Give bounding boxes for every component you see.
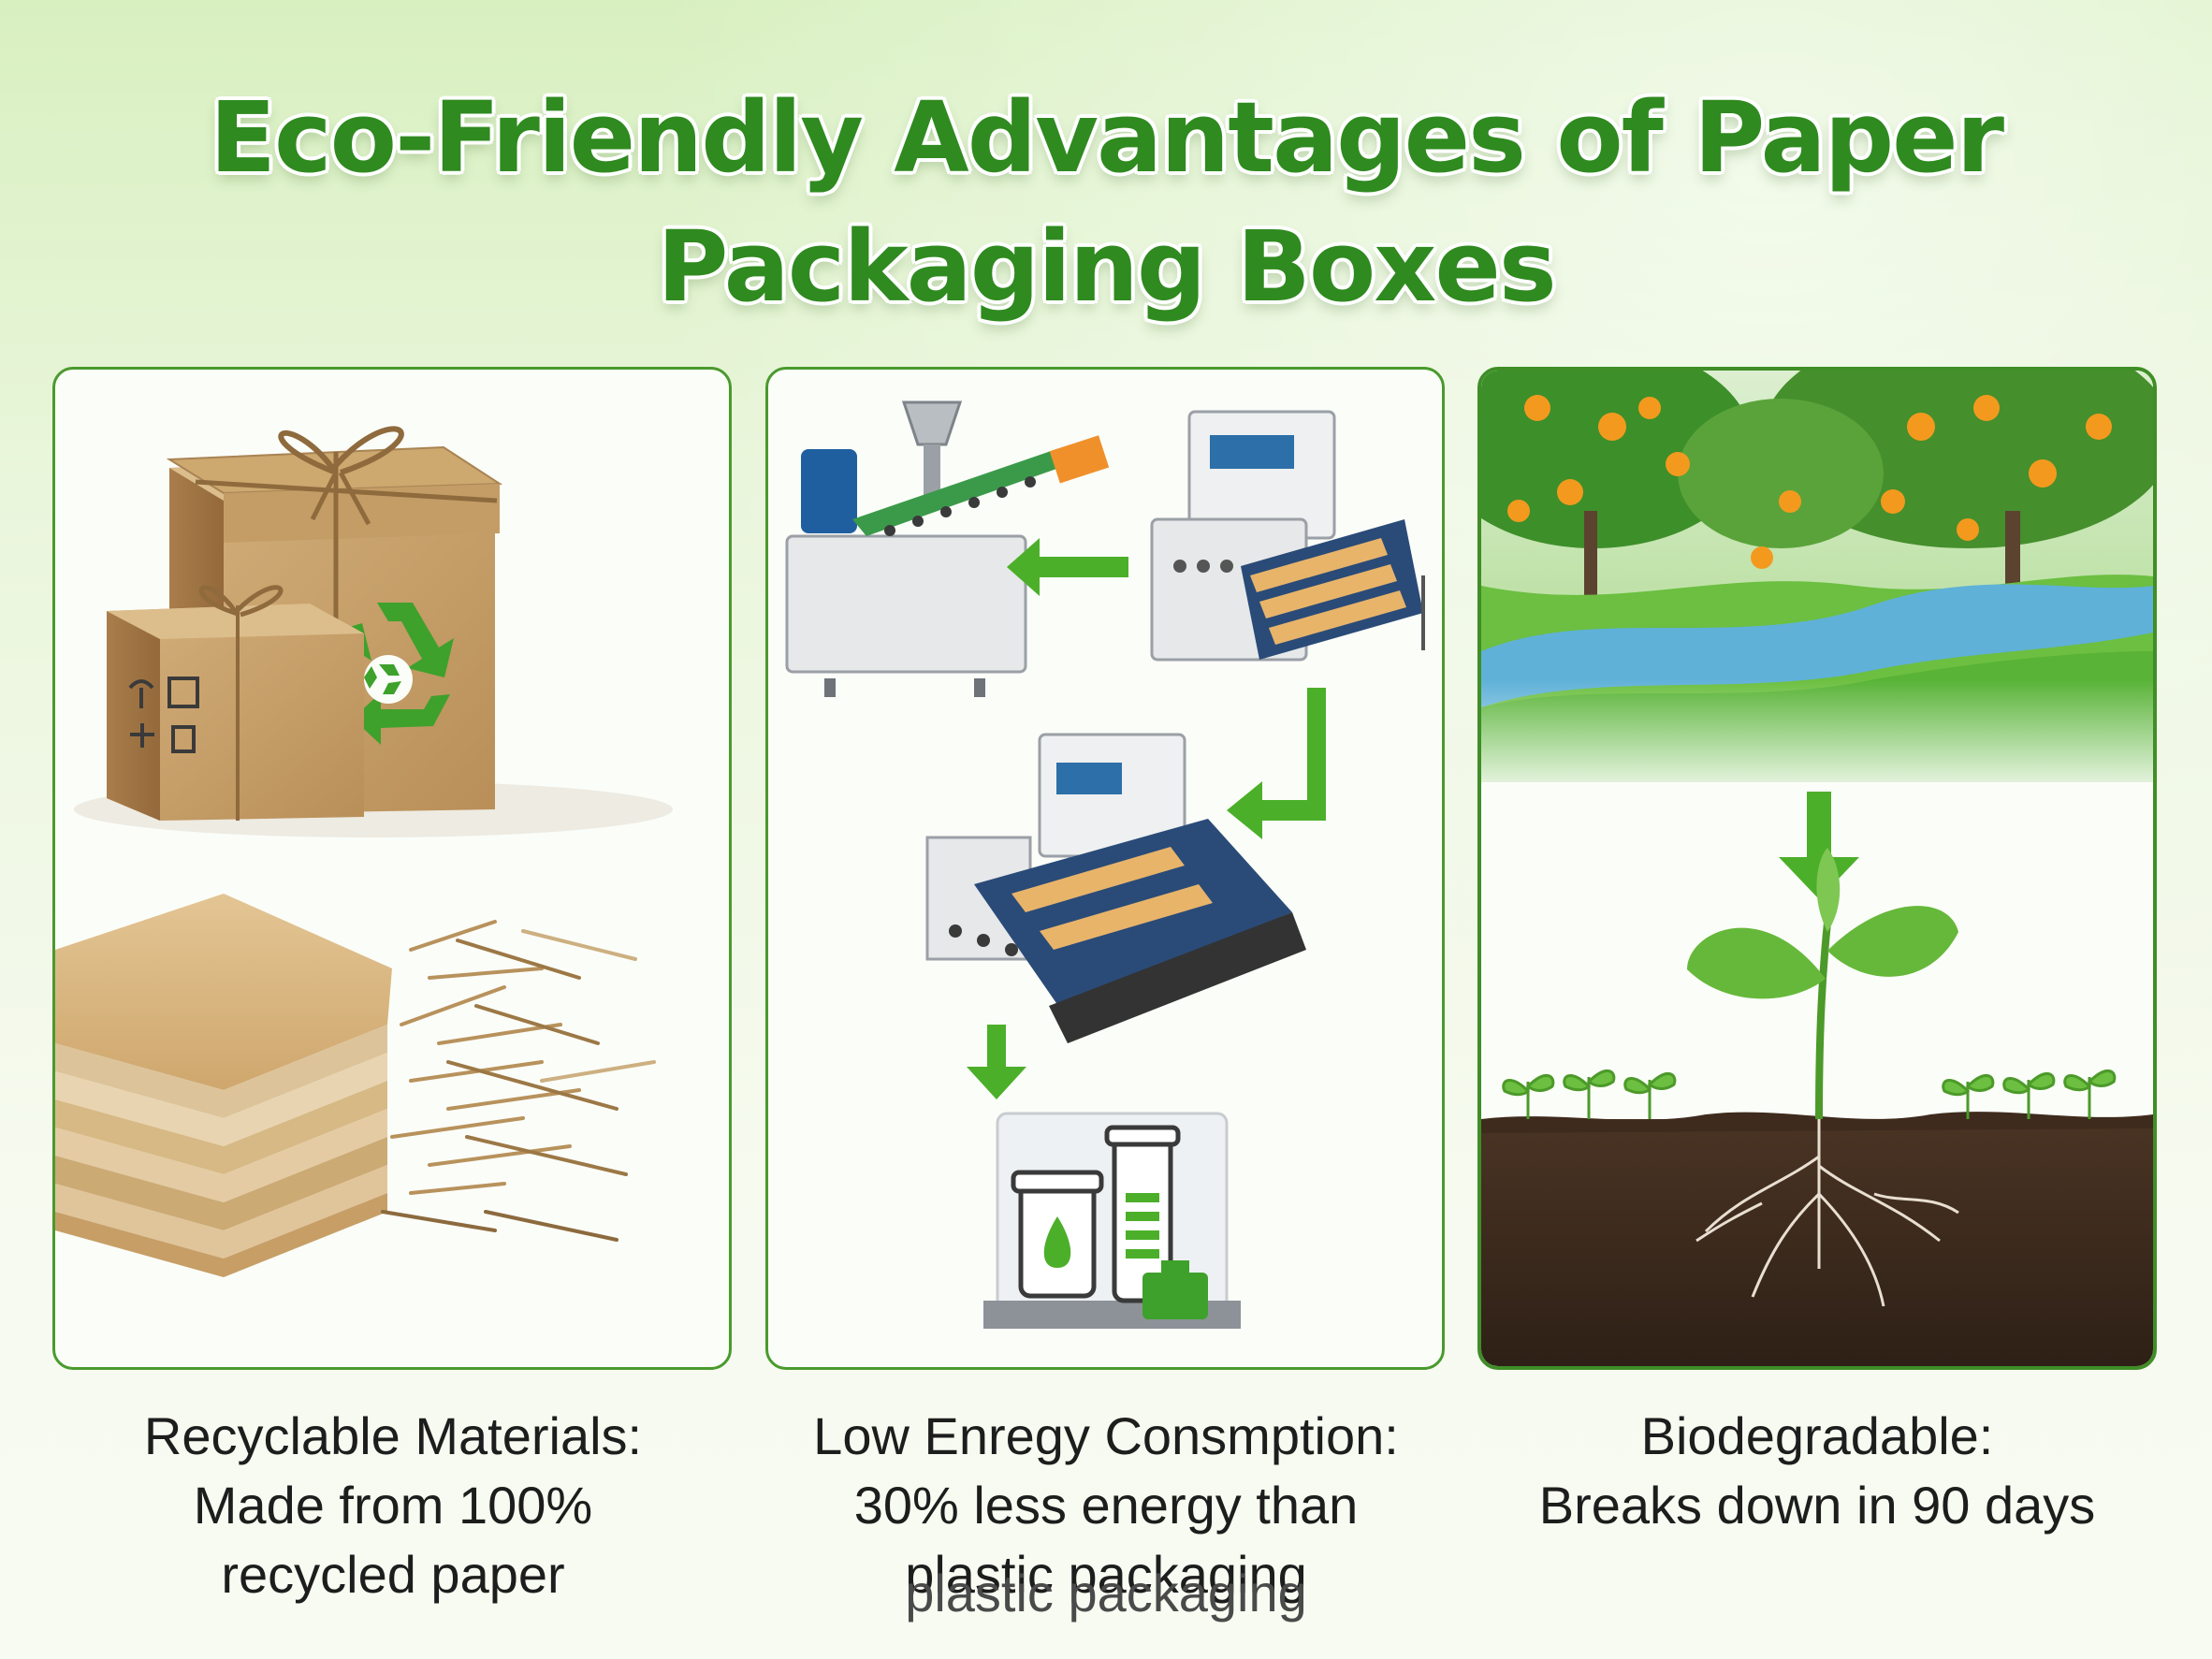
container-icon xyxy=(983,1112,1241,1329)
seedlings-illustration xyxy=(1502,1070,2117,1119)
title-line-1: Eco-Friendly Advantages of Paper xyxy=(209,80,2004,195)
biodegradable-panel xyxy=(1477,367,2157,1370)
sprout-icon xyxy=(1687,848,1958,1120)
low-energy-panel xyxy=(765,367,1445,1370)
caption-2-line-1: Low Enregy Consmption: xyxy=(813,1406,1399,1465)
orange-trees-illustration xyxy=(1481,371,2153,642)
biodegradable-caption: Biodegradable: Breaks down in 90 days xyxy=(1462,1402,2173,1540)
title-line-2: Packaging Boxes xyxy=(657,210,1557,324)
roots-illustration xyxy=(1695,1119,1959,1307)
caption-2-line-2: 30% less energy than xyxy=(853,1476,1359,1535)
caption-2-line-3-ghost: plastic packaging xyxy=(905,1564,1307,1623)
caption-1-line-1: Recyclable Materials: xyxy=(143,1406,643,1465)
arrow-left-icon xyxy=(1007,538,1128,596)
caption-2-line-3: plastic packaging xyxy=(905,1545,1307,1604)
straw-fibers-illustration xyxy=(381,920,656,1242)
caption-3-line-1: Biodegradable: xyxy=(1640,1406,1994,1465)
caption-1-line-2: Made from 100% xyxy=(193,1476,593,1535)
caption-2-line-3-group: plastic packaging plastic packaging xyxy=(750,1540,1462,1623)
soil-illustration xyxy=(1481,1119,2153,1366)
arrow-down-icon xyxy=(1227,688,1326,839)
kraft-boxes-illustration xyxy=(55,426,673,1277)
low-energy-caption: Low Enregy Consmption: 30% less energy t… xyxy=(750,1402,1462,1623)
handling-symbols-icon xyxy=(128,677,199,753)
arrow-down-small-icon xyxy=(967,1025,1026,1099)
page-title: Eco-Friendly Advantages of Paper Packagi… xyxy=(0,73,2212,331)
recyclable-materials-caption: Recyclable Materials: Made from 100% rec… xyxy=(37,1402,749,1609)
recyclable-materials-panel xyxy=(52,367,732,1370)
caption-1-line-3: recycled paper xyxy=(221,1545,565,1604)
orchard-to-sprout-illustration xyxy=(1481,371,2153,1366)
caption-3-line-2: Breaks down in 90 days xyxy=(1538,1476,2096,1535)
river-illustration xyxy=(1481,584,2153,707)
paper-stack-illustration xyxy=(55,894,392,1277)
manufacturing-line-illustration xyxy=(785,400,1425,1329)
